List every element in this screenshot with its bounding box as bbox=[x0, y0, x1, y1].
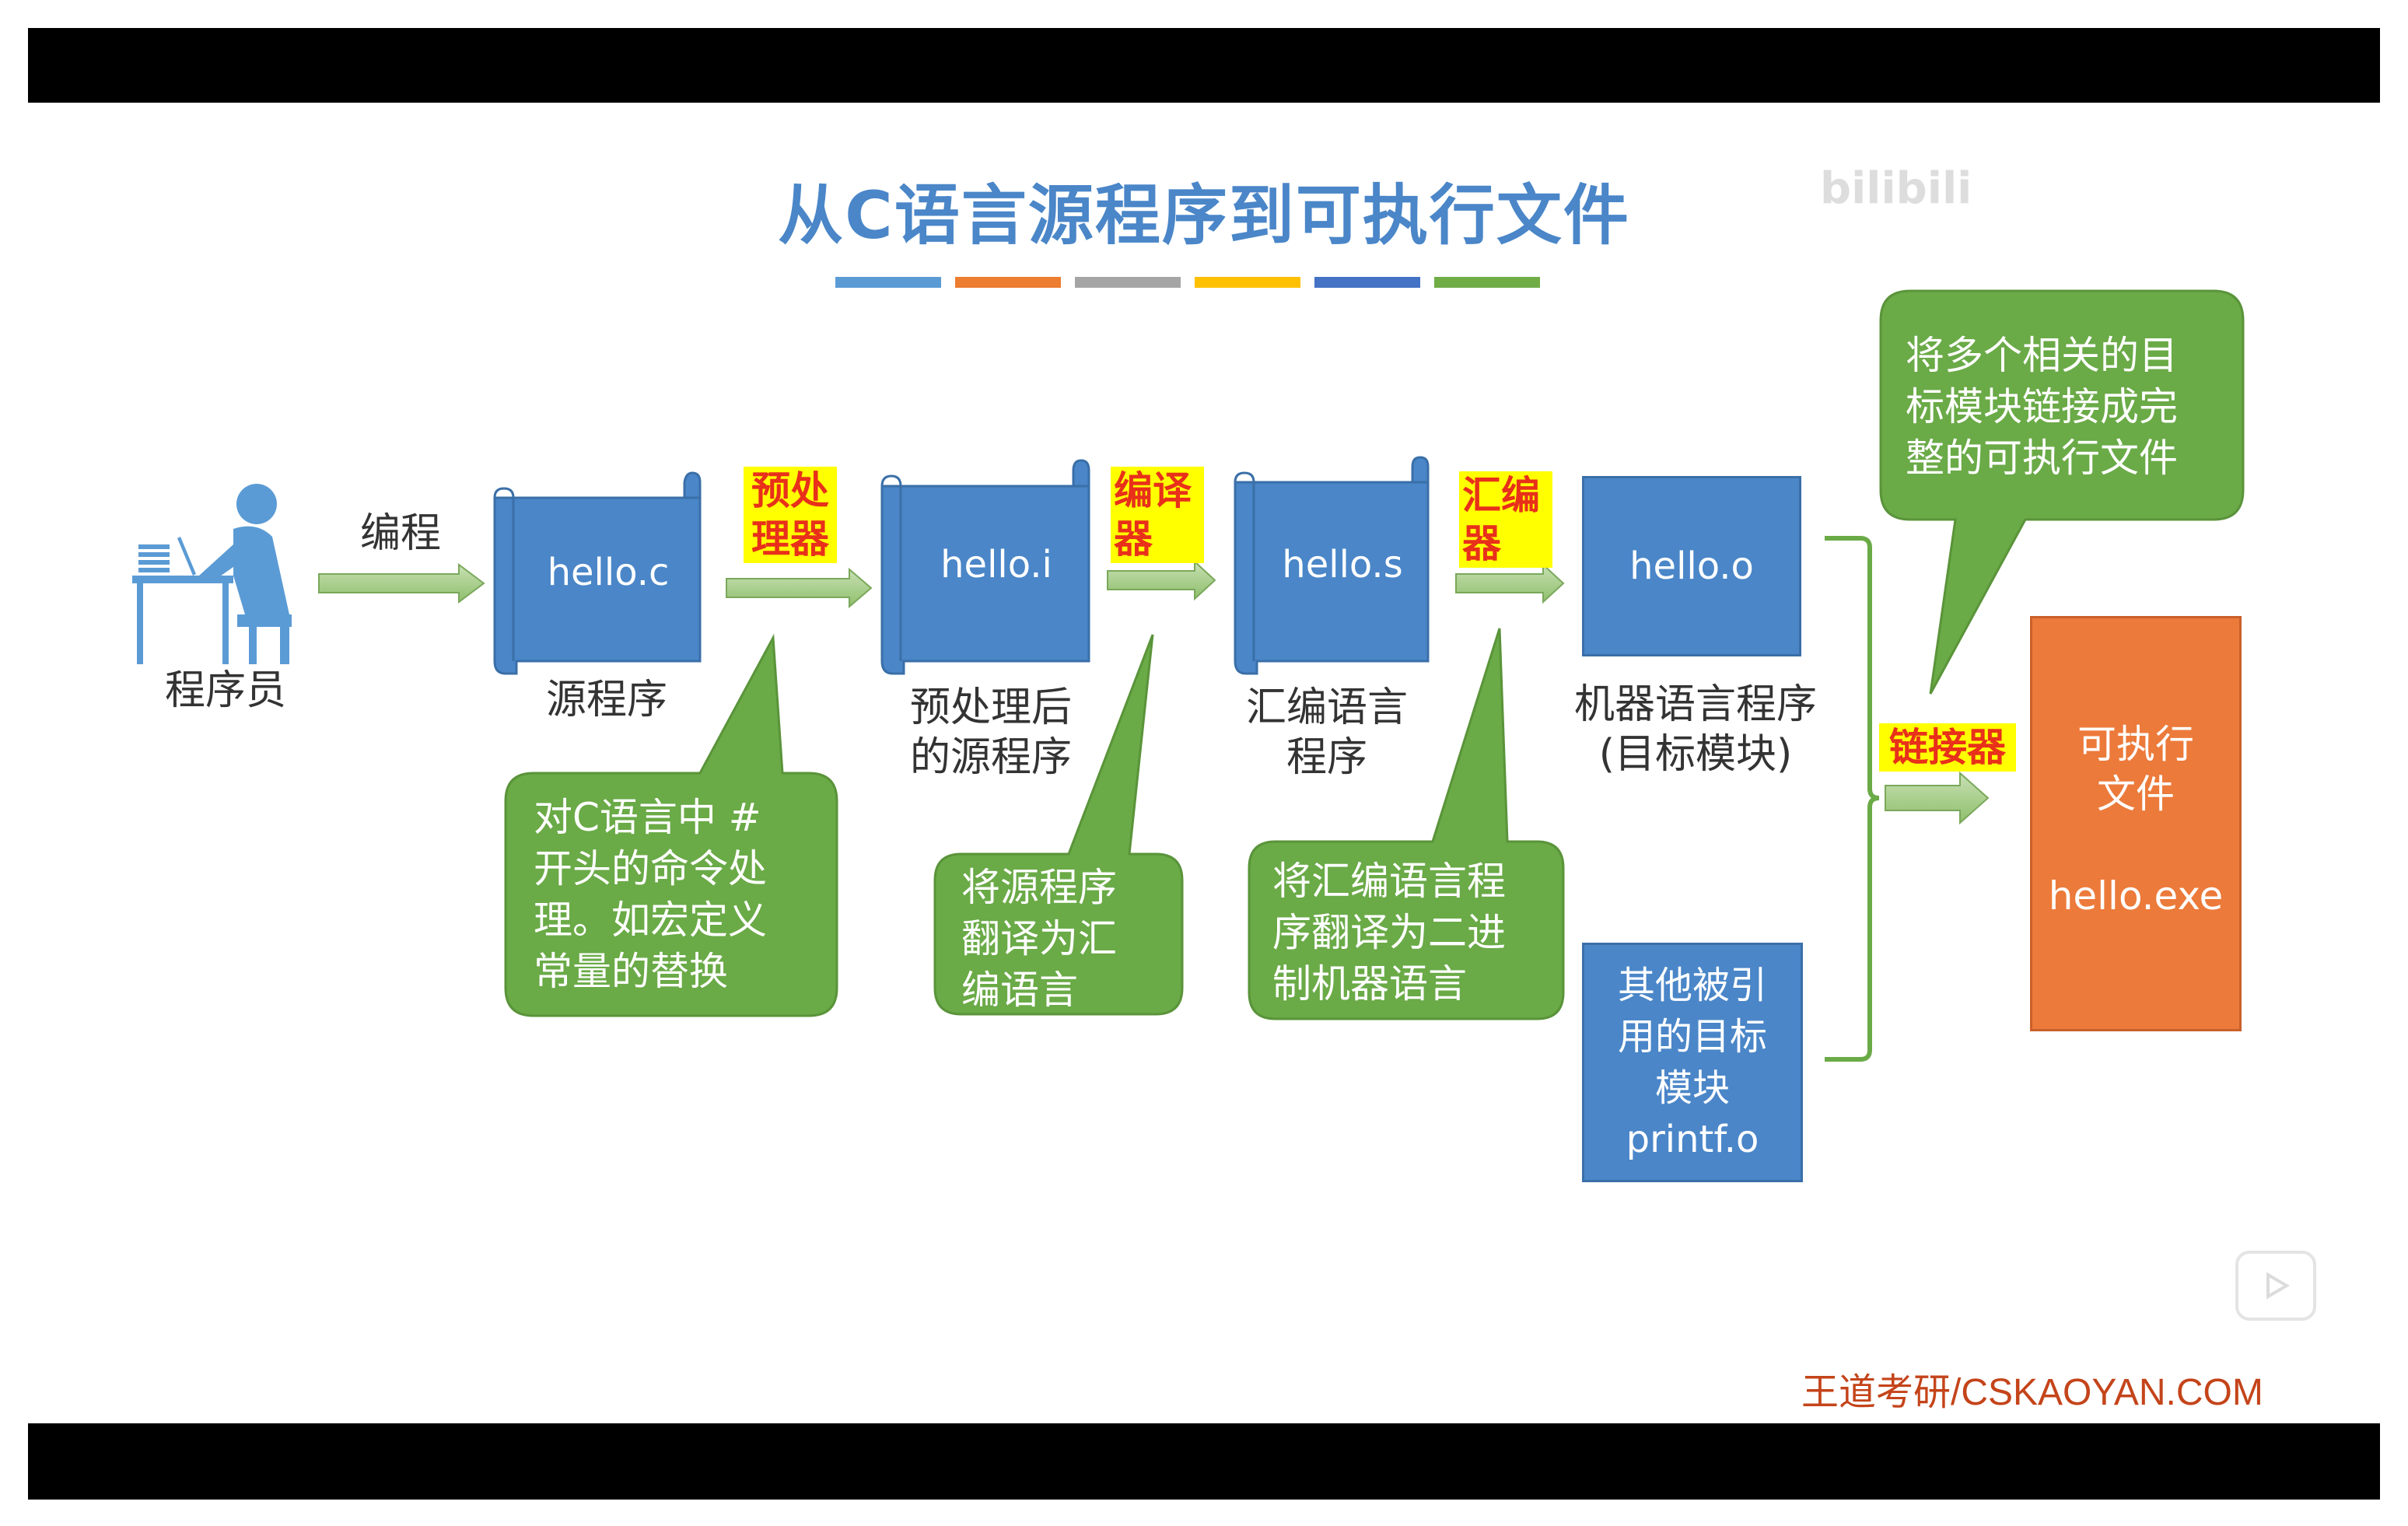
file-hello-o: hello.o bbox=[1582, 476, 1801, 656]
linker-bracket bbox=[1825, 536, 1880, 1062]
callout-linker-text: 将多个相关的目 标模块链接成完 整的可执行文件 bbox=[1906, 330, 2240, 484]
callout-assembler-text: 将汇编语言程 序翻译为二进 制机器语言 bbox=[1272, 856, 1568, 1010]
executable-line: 文件 bbox=[2097, 772, 2175, 817]
caption-line: 程序 bbox=[1286, 734, 1367, 781]
callout-line: 编语言 bbox=[961, 968, 1078, 1013]
caption-line: 预处理后 bbox=[909, 684, 1072, 731]
programmer-icon bbox=[132, 484, 292, 664]
stripe bbox=[1314, 277, 1420, 288]
executable-file-name: hello.exe bbox=[2048, 873, 2224, 919]
tool-compiler: 编译 器 bbox=[1111, 467, 1204, 563]
file-hello-i: hello.i bbox=[940, 543, 1052, 586]
tool-line: 器 bbox=[1114, 516, 1153, 562]
executable-line: 可执行 bbox=[2077, 722, 2194, 767]
title-underline-stripes bbox=[835, 277, 1540, 288]
programming-action-label: 编程 bbox=[359, 510, 441, 557]
library-file-name: printf.o bbox=[1626, 1118, 1759, 1161]
footer-brand: 王道考研/CSKAOYAN.COM bbox=[1801, 1372, 2263, 1413]
library-line: 模块 bbox=[1654, 1066, 1730, 1110]
caption-object: 机器语言程序 (目标模块) bbox=[1556, 680, 1836, 779]
file-hello-c: hello.c bbox=[547, 551, 670, 594]
programmer-label: 程序员 bbox=[164, 667, 286, 714]
scroll-hello-c bbox=[493, 471, 702, 675]
library-module-box: 其他被引 用的目标 模块 printf.o bbox=[1582, 943, 1803, 1182]
caption-line: 汇编语言 bbox=[1245, 684, 1408, 731]
tool-line: 理器 bbox=[751, 516, 829, 562]
file-hello-s: hello.s bbox=[1282, 543, 1403, 586]
slide-title: 从C语言源程序到可执行文件 bbox=[778, 177, 1630, 254]
executable-box: 可执行 文件 hello.exe bbox=[2030, 616, 2242, 1031]
callout-line: 常量的替换 bbox=[534, 949, 728, 994]
arrow-linker bbox=[1885, 771, 1990, 825]
tool-linker: 链接器 bbox=[1879, 723, 2016, 772]
callout-line: 标模块链接成完 bbox=[1906, 384, 2178, 429]
arrow-preprocessed-to-assembly bbox=[1107, 559, 1216, 601]
library-line: 其他被引 bbox=[1617, 964, 1767, 1007]
callout-line: 将源程序 bbox=[961, 865, 1117, 910]
caption-source: 源程序 bbox=[545, 677, 667, 723]
tool-line: 预处 bbox=[751, 468, 829, 513]
tool-line: 编译 bbox=[1114, 468, 1192, 513]
callout-line: 将多个相关的目 bbox=[1906, 333, 2178, 378]
callout-preprocessor-text: 对C语言中 # 开头的命令处 理。如宏定义 常量的替换 bbox=[534, 792, 829, 997]
callout-compiler-bubble bbox=[933, 634, 1184, 1016]
tool-assembler: 汇编 器 bbox=[1459, 471, 1552, 568]
callout-line: 将汇编语言程 bbox=[1272, 859, 1506, 904]
callout-line: 翻译为汇 bbox=[961, 916, 1117, 961]
watermark-logo: bilibili bbox=[1820, 163, 1972, 214]
callout-line: 对C语言中 # bbox=[534, 795, 761, 840]
stripe bbox=[955, 277, 1061, 288]
tool-preprocessor: 预处 理器 bbox=[744, 467, 837, 563]
callout-linker-bubble bbox=[1879, 289, 2245, 695]
play-icon bbox=[2266, 1272, 2290, 1300]
caption-line: 的源程序 bbox=[909, 734, 1072, 781]
callout-assembler-bubble bbox=[1248, 628, 1565, 1020]
play-button[interactable] bbox=[2235, 1251, 2316, 1321]
scroll-hello-i bbox=[880, 459, 1090, 675]
callout-compiler-text: 将源程序 翻译为汇 编语言 bbox=[961, 862, 1187, 1016]
top-letterbox bbox=[28, 28, 2380, 103]
caption-assembly: 汇编语言 程序 bbox=[1234, 683, 1420, 782]
callout-line: 开头的命令处 bbox=[534, 846, 767, 891]
callout-preprocessor-bubble bbox=[504, 633, 838, 1017]
library-line: 用的目标 bbox=[1617, 1015, 1767, 1059]
caption-preprocessed: 预处理后 的源程序 bbox=[882, 683, 1100, 782]
callout-line: 制机器语言 bbox=[1272, 961, 1467, 1006]
scroll-hello-s bbox=[1234, 456, 1430, 675]
bottom-letterbox bbox=[28, 1423, 2380, 1500]
callout-line: 整的可执行文件 bbox=[1906, 436, 2178, 481]
caption-line: 机器语言程序 bbox=[1573, 681, 1817, 728]
callout-line: 理。如宏定义 bbox=[534, 898, 767, 943]
stripe bbox=[1195, 277, 1300, 288]
arrow-programmer-to-source bbox=[318, 563, 485, 604]
callout-line: 序翻译为二进 bbox=[1272, 910, 1506, 955]
stripe bbox=[1434, 277, 1540, 288]
stripe bbox=[835, 277, 941, 288]
stripe bbox=[1075, 277, 1181, 288]
tool-line: 器 bbox=[1462, 521, 1501, 566]
caption-line: (目标模块) bbox=[1598, 731, 1793, 778]
arrow-source-to-preprocessed bbox=[726, 567, 873, 609]
arrow-assembly-to-object bbox=[1455, 562, 1565, 604]
tool-line: 汇编 bbox=[1462, 473, 1540, 518]
